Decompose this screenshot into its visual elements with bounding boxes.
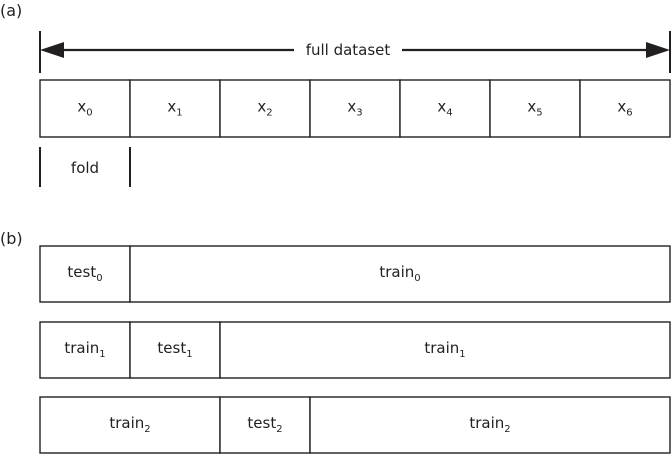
fold-bracket: fold [39,147,131,187]
sample-cell-box [309,79,401,138]
panel-a-label: (a) [0,1,22,20]
fold-label: fold [71,159,99,177]
arrow-left-head [40,42,64,58]
sample-label: x0 [77,98,92,119]
test-segment-box [129,321,221,379]
sample-label-base: x [617,98,626,116]
train-label: train2 [469,414,510,435]
sample-cell: x2 [219,79,311,138]
train-label-base: train [469,414,504,432]
sample-cell: x0 [39,79,131,138]
test-segment: test0 [39,245,131,303]
train-label-subscript: 0 [414,273,420,284]
sample-label: x4 [437,98,452,119]
sample-label-base: x [167,98,176,116]
train-segment: train2 [309,396,671,454]
train-segment-box [219,321,671,379]
train-label: train0 [379,263,420,284]
test-label-base: test [247,414,276,432]
test-label-base: test [157,339,186,357]
test-label-subscript: 0 [96,273,102,284]
test-label: test0 [67,263,102,284]
sample-label-subscript: 2 [266,108,272,119]
train-segment-box [39,396,221,454]
train-segment: train1 [219,321,671,379]
test-label-subscript: 2 [276,424,282,435]
train-segment: train2 [39,396,221,454]
sample-label-subscript: 6 [626,108,632,119]
train-label-subscript: 1 [459,349,465,360]
sample-label: x1 [167,98,182,119]
train-label-subscript: 2 [504,424,510,435]
train-label-base: train [64,339,99,357]
full-dataset-arrow: full dataset [39,31,671,73]
sample-cell: x5 [489,79,581,138]
sample-label-subscript: 5 [536,108,542,119]
train-segment-box [129,245,671,303]
train-label: train1 [64,339,105,360]
sample-label-subscript: 3 [356,108,362,119]
sample-cell-box [39,79,131,138]
test-segment-box [39,245,131,303]
sample-label-base: x [257,98,266,116]
sample-label: x6 [617,98,632,119]
train-segment-box [309,396,671,454]
test-segment: test2 [219,396,311,454]
train-label: train1 [424,339,465,360]
train-label-subscript: 2 [144,424,150,435]
train-segment-box [39,321,131,379]
sample-label-base: x [77,98,86,116]
sample-cell: x4 [399,79,491,138]
test-label: test1 [157,339,192,360]
sample-label-subscript: 4 [446,108,452,119]
sample-cell: x6 [579,79,671,138]
sample-cell: x3 [309,79,401,138]
sample-label-base: x [527,98,536,116]
sample-label-base: x [347,98,356,116]
train-segment: train0 [129,245,671,303]
test-segment-box [219,396,311,454]
sample-cell-box [579,79,671,138]
train-label-base: train [379,263,414,281]
sample-label-subscript: 0 [86,108,92,119]
sample-label: x5 [527,98,542,119]
full-dataset-label: full dataset [306,41,391,59]
test-segment: test1 [129,321,221,379]
train-segment: train1 [39,321,131,379]
panel-b-label: (b) [0,229,23,248]
test-label: test2 [247,414,282,435]
sample-label: x3 [347,98,362,119]
sample-cell: x1 [129,79,221,138]
arrow-right-head [646,42,670,58]
train-label-subscript: 1 [99,349,105,360]
sample-label-subscript: 1 [176,108,182,119]
train-label: train2 [109,414,150,435]
train-label-base: train [424,339,459,357]
sample-cell-box [399,79,491,138]
test-label-base: test [67,263,96,281]
sample-label-base: x [437,98,446,116]
sample-label: x2 [257,98,272,119]
train-label-base: train [109,414,144,432]
test-label-subscript: 1 [186,349,192,360]
